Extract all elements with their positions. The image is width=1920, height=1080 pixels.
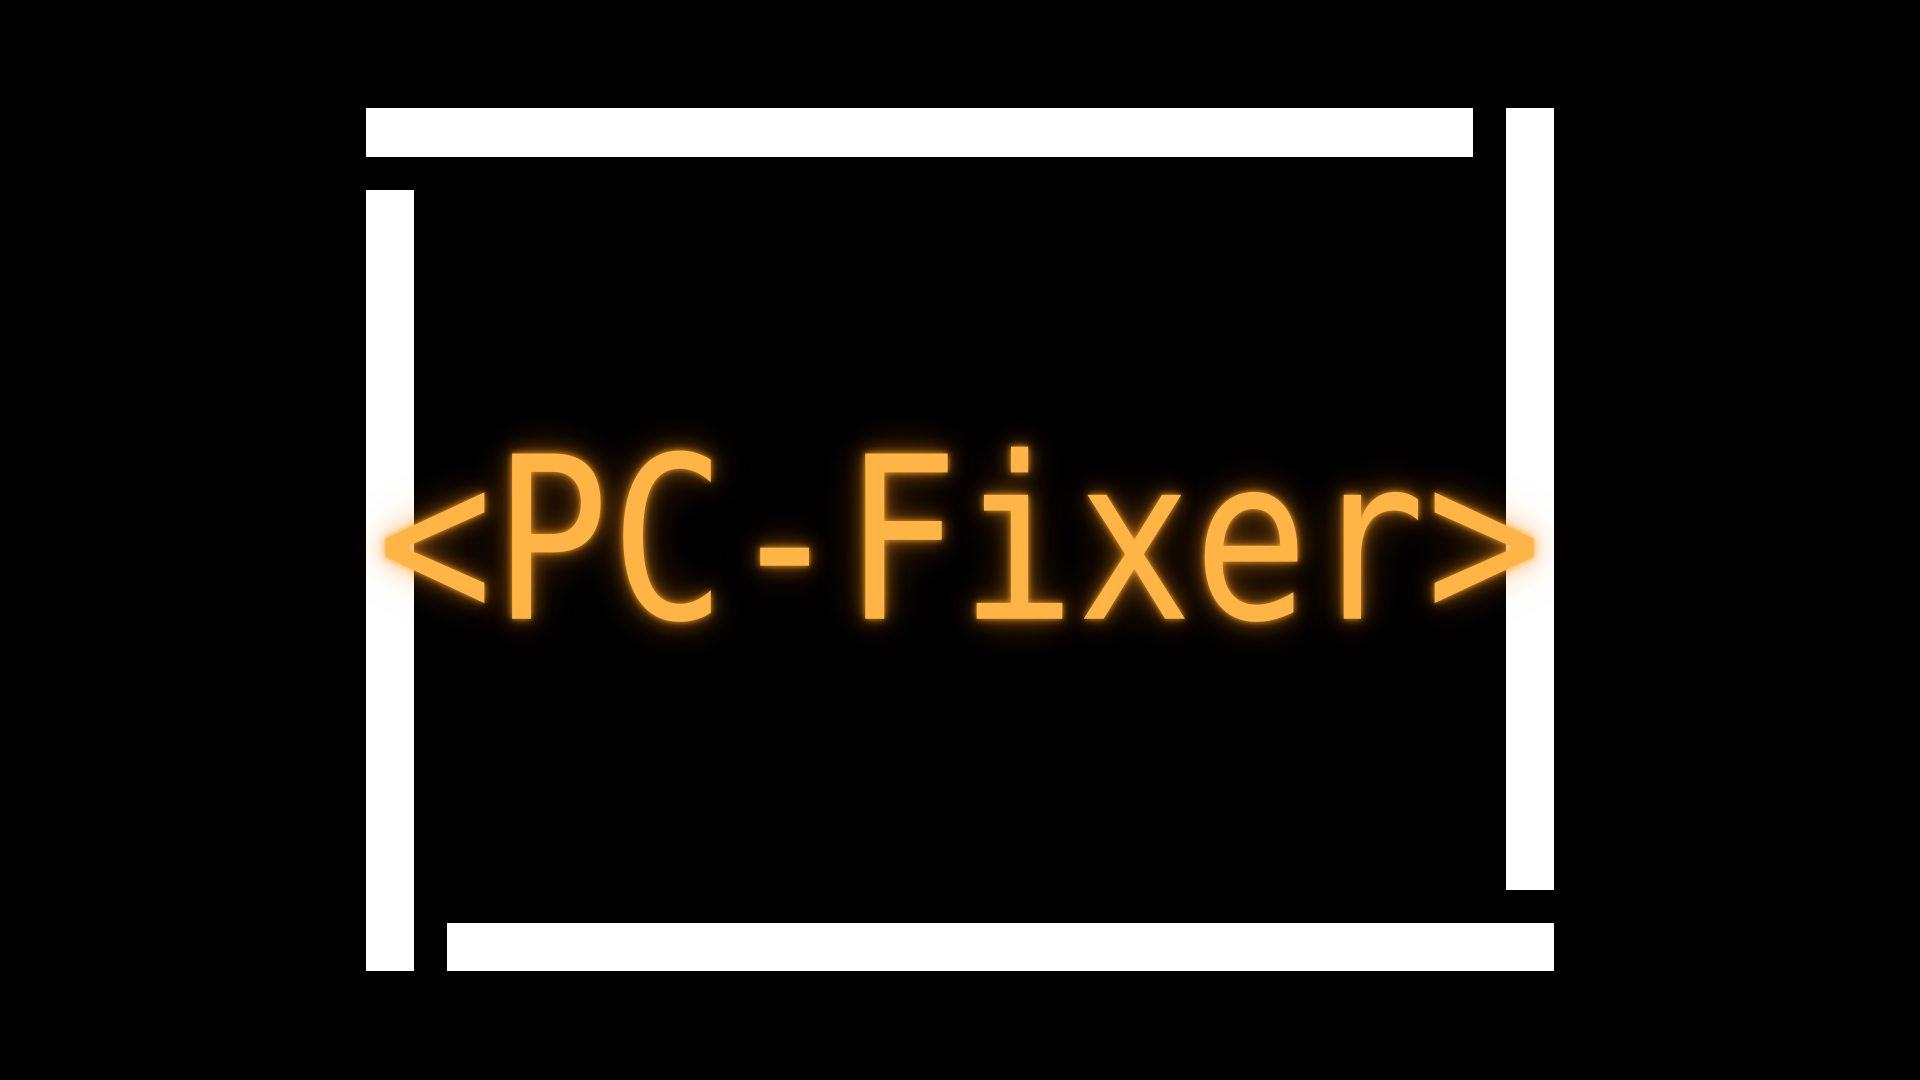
frame-bar-top xyxy=(366,108,1473,157)
frame-bar-right xyxy=(1506,108,1554,890)
logo-wordmark: <PC-Fixer> xyxy=(377,409,1543,673)
frame-bar-bottom xyxy=(447,923,1554,971)
frame-bar-left xyxy=(366,190,414,971)
